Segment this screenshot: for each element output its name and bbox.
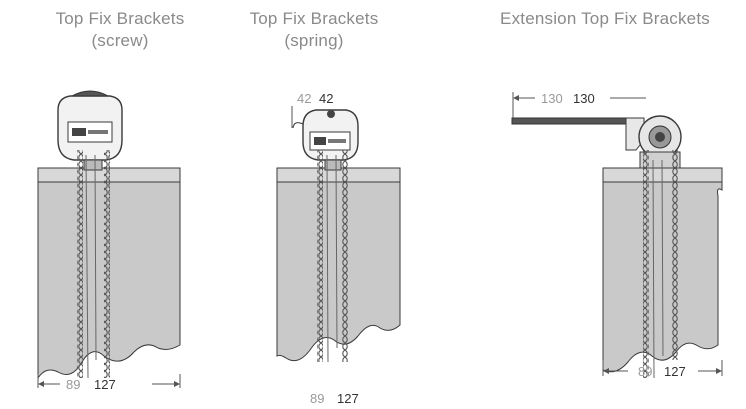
panel-2-title-line1: Top Fix Brackets <box>249 9 379 28</box>
screw-bracket <box>57 90 123 171</box>
panel-2-top-dim-dark: 42 <box>319 91 333 106</box>
extension-arm <box>511 117 643 125</box>
panel-2-top-dim-grey: 42 <box>297 91 311 106</box>
extension-bracket <box>511 115 682 169</box>
chain-right <box>104 150 110 378</box>
panel-2-title-line2: (spring) <box>284 31 344 50</box>
panel-1-bottom-dim-dark: 127 <box>94 377 116 392</box>
chain-right <box>672 150 678 360</box>
panel-3-title-line1: Extension Top Fix Brackets <box>500 9 710 28</box>
panel-1-title: Top Fix Brackets (screw) <box>20 8 220 52</box>
panel-3-bottom-dim-dark: 127 <box>664 364 686 379</box>
panel-1-drawing: 89 127 <box>37 90 181 392</box>
panel-3-drawing: 130 130 89 127 <box>511 91 723 379</box>
panel-3-bottom-dim-grey: 89 <box>638 364 652 379</box>
blind-fabric <box>276 179 401 362</box>
panel-2-title: Top Fix Brackets (spring) <box>214 8 414 52</box>
panel-3-top-dim-dark: 130 <box>573 91 595 106</box>
panel-2-bottom-dim-grey: 89 <box>310 391 324 406</box>
panel-1-bottom-dim-grey: 89 <box>66 377 80 392</box>
panel-3-title: Extension Top Fix Brackets <box>465 8 745 30</box>
chain-right <box>342 150 348 362</box>
chain-left <box>317 150 323 362</box>
panel-3-top-dim-grey: 130 <box>541 91 563 106</box>
spring-bracket <box>292 109 359 171</box>
chain-left <box>77 150 83 378</box>
panel-1-title-line1: Top Fix Brackets <box>55 9 185 28</box>
panel-2-bottom-dim-dark: 127 <box>337 391 359 406</box>
panel-1-title-line2: (screw) <box>91 31 149 50</box>
chain-left <box>643 150 649 378</box>
panel-2-drawing: 42 42 89 127 <box>276 91 401 406</box>
